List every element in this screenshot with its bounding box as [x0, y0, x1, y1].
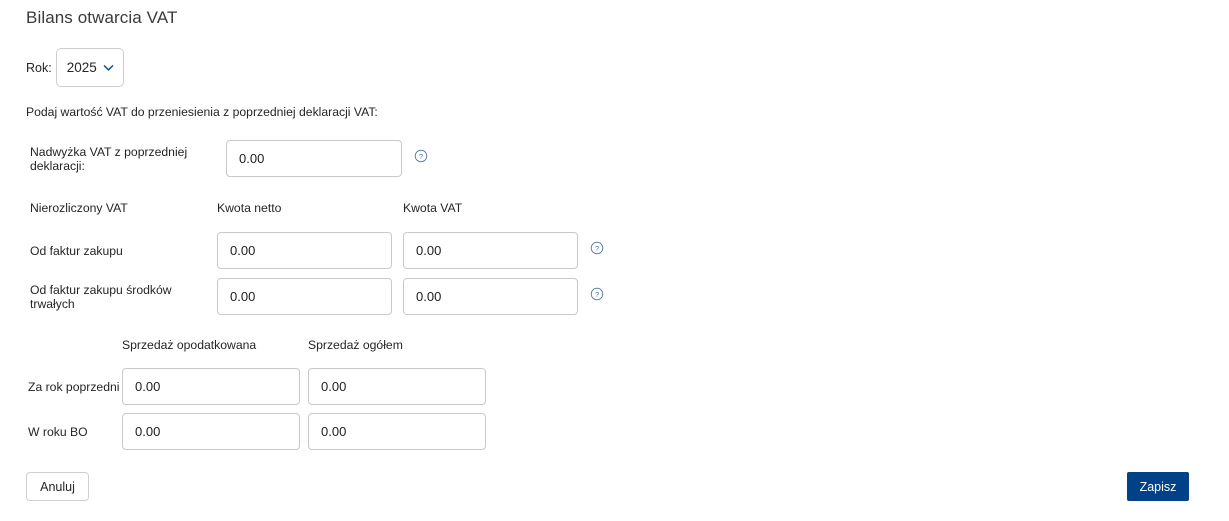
row-label-od-faktur-zakupu-srodkow-trwalych: Od faktur zakupu środków trwałych	[30, 282, 172, 311]
unsettled-vat-table: Nierozliczony VAT Kwota netto Kwota VAT …	[30, 201, 604, 315]
svg-text:?: ?	[595, 290, 599, 299]
surplus-label: Nadwyżka VAT z poprzedniej deklaracji:	[30, 144, 188, 173]
srodki-trwale-netto-input[interactable]	[217, 278, 392, 315]
table-row: W roku BO	[28, 413, 494, 450]
surplus-field-row: Nadwyżka VAT z poprzedniej deklaracji: ?	[30, 140, 428, 177]
help-circle-icon[interactable]: ?	[402, 149, 428, 168]
cancel-button[interactable]: Anuluj	[26, 472, 89, 501]
help-circle-icon[interactable]: ?	[578, 287, 604, 306]
intro-text: Podaj wartość VAT do przeniesienia z pop…	[26, 105, 378, 119]
year-label: Rok:	[26, 60, 52, 75]
unsettled-vat-header-row: Nierozliczony VAT Kwota netto Kwota VAT	[30, 201, 604, 223]
srodki-trwale-vat-input[interactable]	[403, 278, 578, 315]
save-button[interactable]: Zapisz	[1127, 472, 1189, 501]
table-row: Od faktur zakupu ?	[30, 232, 604, 269]
sales-header-row: Sprzedaż opodatkowana Sprzedaż ogółem	[28, 338, 494, 360]
table-row: Za rok poprzedni	[28, 368, 494, 405]
year-select-value: 2025	[66, 60, 97, 75]
header-kwota-vat: Kwota VAT	[403, 201, 463, 215]
w-roku-bo-opodatkowana-input[interactable]	[122, 413, 300, 450]
za-rok-poprzedni-opodatkowana-input[interactable]	[122, 368, 300, 405]
surplus-input[interactable]	[226, 140, 402, 177]
svg-text:?: ?	[419, 152, 423, 161]
sales-table: Sprzedaż opodatkowana Sprzedaż ogółem Za…	[28, 338, 494, 450]
od-faktur-zakupu-netto-input[interactable]	[217, 232, 392, 269]
year-field-row: Rok: 2025	[26, 48, 124, 87]
header-sales-blank	[28, 338, 122, 360]
chevron-down-icon	[102, 61, 115, 74]
od-faktur-zakupu-vat-input[interactable]	[403, 232, 578, 269]
year-select[interactable]: 2025	[55, 48, 124, 87]
header-unsettled-vat: Nierozliczony VAT	[30, 201, 128, 215]
row-label-od-faktur-zakupu: Od faktur zakupu	[30, 243, 123, 258]
za-rok-poprzedni-ogolem-input[interactable]	[308, 368, 486, 405]
svg-text:?: ?	[595, 244, 599, 253]
page-title: Bilans otwarcia VAT	[26, 8, 178, 27]
header-sprzedaz-opodatkowana: Sprzedaż opodatkowana	[122, 338, 257, 352]
header-kwota-netto: Kwota netto	[217, 201, 282, 215]
row-label-w-roku-bo: W roku BO	[28, 424, 88, 439]
row-label-za-rok-poprzedni: Za rok poprzedni	[28, 379, 120, 394]
header-sprzedaz-ogolem: Sprzedaż ogółem	[308, 338, 403, 352]
help-circle-icon[interactable]: ?	[578, 241, 604, 260]
w-roku-bo-ogolem-input[interactable]	[308, 413, 486, 450]
table-row: Od faktur zakupu środków trwałych ?	[30, 278, 604, 315]
